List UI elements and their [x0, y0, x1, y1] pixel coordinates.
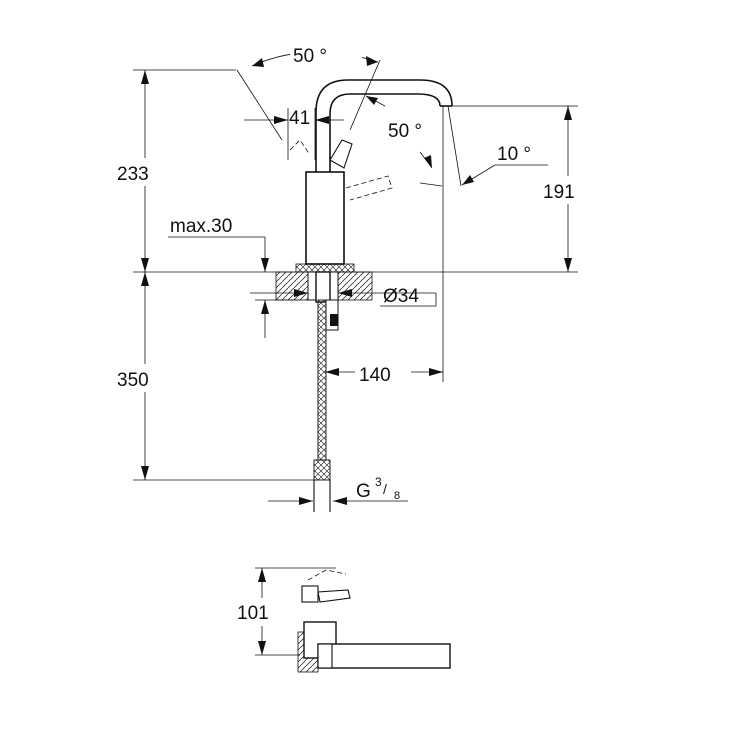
label-bg: [540, 176, 598, 204]
arrow-head: [564, 258, 572, 272]
lever-handle: [329, 139, 353, 169]
thread-denominator: 8: [394, 490, 400, 502]
dimension-140: 140: [325, 360, 443, 386]
label-bg: [234, 598, 286, 626]
plan-spout-joint: [317, 643, 333, 669]
arrow-head: [333, 497, 347, 505]
label-bg: [290, 40, 362, 66]
dim-label-350: 350: [117, 370, 149, 391]
angle-label-spout: 10 °: [497, 144, 531, 165]
dim-label-233: 233: [117, 164, 149, 185]
arrow-head: [258, 641, 266, 655]
deck-plate: [295, 263, 355, 273]
arrow-head: [564, 106, 572, 120]
angle-right: 50 °: [365, 95, 433, 169]
thread-label-g: G: [356, 481, 371, 502]
arrow-head: [462, 175, 474, 185]
dimension-233: 233: [112, 70, 172, 272]
arrow-head: [261, 258, 269, 272]
plan-lever: [317, 589, 351, 603]
faucet-body: [305, 171, 345, 265]
plan-lever-dashed: [307, 569, 347, 581]
arrow-head: [252, 58, 264, 67]
spout-outer: [315, 79, 453, 172]
arrow-head: [299, 497, 313, 505]
arrow-head: [261, 300, 269, 314]
arrow-head: [141, 466, 149, 480]
arrow-head: [429, 368, 443, 376]
arrow-head: [274, 116, 288, 124]
hose-fitting: [313, 459, 331, 481]
angle-leg-right: [349, 59, 381, 131]
supply-hose: [317, 299, 327, 461]
label-bg: [112, 158, 172, 186]
dimension-191: 191: [540, 106, 598, 272]
lever-position-left: [289, 139, 311, 156]
extension-lines: [133, 69, 578, 481]
arrow-head: [366, 96, 378, 105]
plan-lever-base: [301, 585, 319, 603]
dimension-41: 41: [244, 108, 344, 160]
thread-slash: /: [383, 481, 387, 497]
dim-label-191: 191: [543, 182, 575, 203]
angle-label-top: 50 °: [293, 46, 327, 67]
label-bg: [112, 364, 172, 392]
dimension-thread: G 3 / 8: [268, 475, 408, 505]
faucet-side-view: [275, 79, 453, 512]
plan-spout: [317, 643, 451, 669]
arrow-head: [141, 272, 149, 286]
angle-spout: 10 °: [419, 105, 548, 187]
arrow-head: [141, 70, 149, 84]
angle-leg-left: [236, 69, 283, 141]
dim-label-diameter: Ø34: [383, 286, 419, 307]
lever-position-front: [345, 175, 393, 201]
arrow-head: [366, 56, 378, 66]
angle-spout-short: [419, 182, 443, 187]
dim-label-101: 101: [237, 603, 269, 624]
mounting-shank: [315, 271, 331, 303]
angle-spout-leg: [447, 105, 462, 187]
dim-label-41: 41: [289, 108, 310, 129]
thread-numerator: 3: [375, 475, 382, 489]
arrow-head: [315, 116, 329, 124]
nut-detail: [330, 314, 338, 326]
arrow-head: [424, 155, 432, 168]
spout-inner: [329, 93, 441, 172]
label-bg: [355, 360, 411, 386]
angle-top: 50 °: [236, 40, 381, 141]
faucet-plan-view: 101: [234, 567, 451, 673]
arrow-head: [325, 368, 339, 376]
angle-label-right: 50 °: [388, 121, 422, 142]
arrow-head: [141, 258, 149, 272]
dim-label-140: 140: [359, 365, 391, 386]
arrow-head: [258, 568, 266, 582]
dim-label-max30: max.30: [170, 216, 232, 237]
dimension-350: 350: [112, 272, 172, 480]
